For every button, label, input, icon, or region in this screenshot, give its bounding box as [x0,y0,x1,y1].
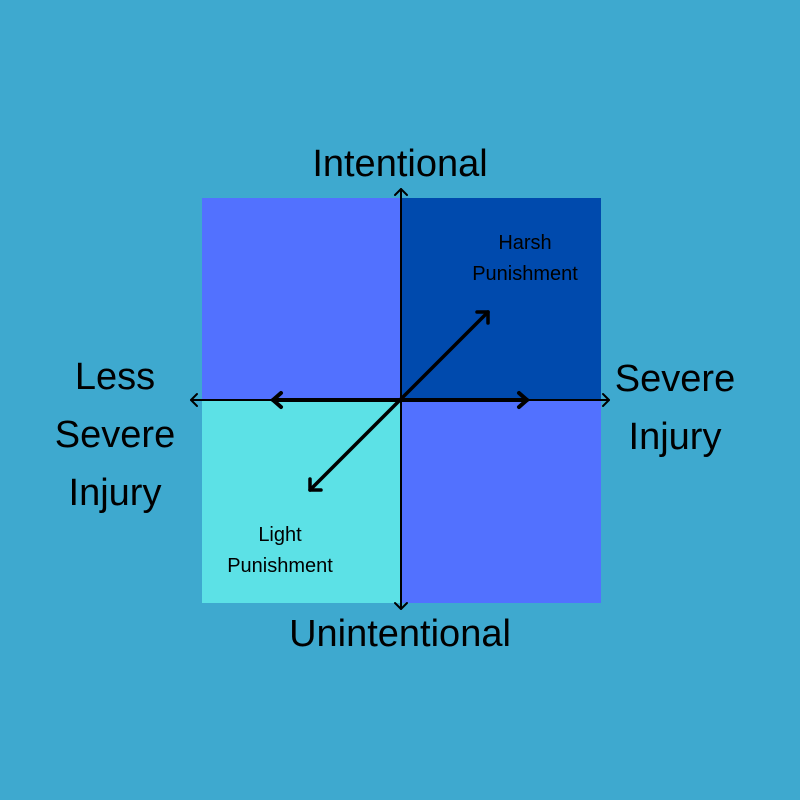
axis-label-line: Injury [628,416,722,458]
diagonal-down-arrowhead-icon [308,477,323,492]
axis-label-unintentional: Unintentional [289,613,511,655]
diagonal-up-arrowhead-icon [475,310,490,325]
bottom-axis-arrowhead-icon [394,602,408,610]
axis-label-line: Injury [68,472,162,514]
left-axis-arrowhead-icon [190,393,198,407]
quadrant-unintentional-severe [401,400,601,603]
quadrant-label-light-punishment: Light Punishment [205,520,355,582]
axis-label-line: Severe [614,358,736,400]
quadrant-label-line: Harsh [498,232,552,254]
quadrant-label-line: Light [258,524,302,546]
bold-left-arrowhead-icon [271,391,283,409]
diagonal-arrow [308,310,490,492]
bold-right-arrowhead-icon [517,391,529,409]
axis-label-less-severe-injury: Less Severe Injury [40,348,190,522]
quadrant-label-line: Punishment [227,555,333,577]
axis-label-line: Severe [54,414,176,456]
quadrant-label-line: Punishment [472,263,578,285]
axis-label-line: Less [74,356,156,398]
axis-label-intentional: Intentional [312,143,488,185]
top-axis-arrowhead-icon [394,188,408,196]
quadrant-label-harsh-punishment: Harsh Punishment [450,228,600,290]
right-axis-arrowhead-icon [602,393,610,407]
quadrant-intentional-less-severe [202,198,401,400]
axis-label-severe-injury: Severe Injury [600,350,750,466]
